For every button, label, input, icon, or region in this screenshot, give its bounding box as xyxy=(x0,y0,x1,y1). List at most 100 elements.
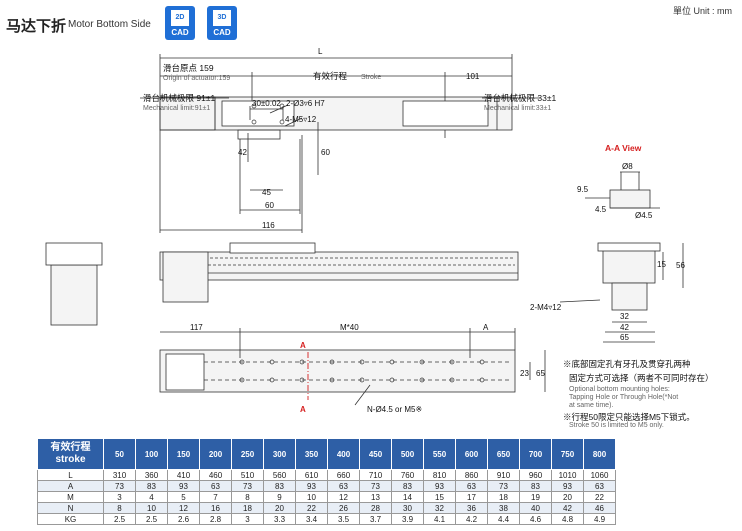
table-cell: 46 xyxy=(583,502,616,514)
m5-thread: 4-M5▿12 xyxy=(285,115,317,124)
dim-32: 32 xyxy=(620,312,629,321)
dim-m40: M*40 xyxy=(340,323,359,332)
note-2-en: Stroke 50 is limited to M5 only. xyxy=(569,422,664,429)
table-cell: 83 xyxy=(391,480,424,492)
cad-3d-document-icon: 3D xyxy=(213,10,231,26)
table-cell: 4.2 xyxy=(455,513,488,525)
stroke-cn: 有效行程 xyxy=(313,71,348,81)
spec-header-cn: 有效行程 xyxy=(50,442,91,453)
table-cell: 5 xyxy=(167,491,200,503)
table-cell: 73 xyxy=(103,480,136,492)
slider-end xyxy=(402,100,489,127)
table-cell: 4 xyxy=(135,491,168,503)
stroke-col: 500 xyxy=(391,438,424,470)
origin-cn: 滑台原点 159 xyxy=(163,63,214,73)
dim-65b: 65 xyxy=(620,333,629,342)
table-cell: 910 xyxy=(487,469,520,481)
section-a-bottom: A xyxy=(300,405,306,414)
table-cell: 28 xyxy=(359,502,392,514)
table-cell: 10 xyxy=(295,491,328,503)
dim-45: 45 xyxy=(262,188,271,197)
note-1-cn2: 固定方式可选择（两者不可同时存在） xyxy=(569,373,714,383)
table-cell: 760 xyxy=(391,469,424,481)
table-cell: 1060 xyxy=(583,469,616,481)
mech-right-en: Mechanical limit:33±1 xyxy=(484,105,551,112)
table-cell: 93 xyxy=(167,480,200,492)
spec-header-row: 有效行程 stroke 50 100 150 200 250 300 350 4… xyxy=(37,438,616,470)
table-cell: 4.9 xyxy=(583,513,616,525)
table-cell: 83 xyxy=(135,480,168,492)
stroke-col: 650 xyxy=(487,438,520,470)
table-cell: 3.4 xyxy=(295,513,328,525)
table-cell: 13 xyxy=(359,491,392,503)
table-cell: 10 xyxy=(135,502,168,514)
dim-60h: 60 xyxy=(265,201,274,210)
spec-table: 有效行程 stroke 50 100 150 200 250 300 350 4… xyxy=(37,438,616,525)
technical-drawing: L 滑台原点 159 Origin of actuator:159 有效行程 S… xyxy=(45,47,685,414)
stroke-col: 550 xyxy=(423,438,456,470)
cad-2d-document-icon: 2D xyxy=(171,10,189,26)
slider-carriage xyxy=(221,100,295,127)
table-cell: 36 xyxy=(455,502,488,514)
table-cell: 3 xyxy=(103,491,136,503)
cad-2d-button[interactable]: 2D CAD xyxy=(165,6,195,40)
page-subtitle: Motor Bottom Side xyxy=(68,19,151,30)
stroke-col: 750 xyxy=(551,438,584,470)
table-cell: 63 xyxy=(199,480,232,492)
table-cell: 93 xyxy=(295,480,328,492)
row-label: N xyxy=(37,502,104,514)
side-view-body xyxy=(159,251,519,281)
table-cell: 4.1 xyxy=(423,513,456,525)
table-cell: 560 xyxy=(263,469,296,481)
stroke-col: 400 xyxy=(327,438,360,470)
cad-3d-button[interactable]: 3D CAD xyxy=(207,6,237,40)
table-cell: 12 xyxy=(327,491,360,503)
cad-2d-label: CAD xyxy=(171,28,189,37)
table-cell: 4.4 xyxy=(487,513,520,525)
stroke-col: 350 xyxy=(295,438,328,470)
spec-header-label: 有效行程 stroke xyxy=(37,438,104,470)
table-cell: 30 xyxy=(391,502,424,514)
table-cell: 18 xyxy=(231,502,264,514)
table-cell: 410 xyxy=(167,469,200,481)
dim-9-5: 9.5 xyxy=(577,185,589,194)
aa-end-view xyxy=(602,246,656,284)
table-cell: 810 xyxy=(423,469,456,481)
table-cell: 9 xyxy=(263,491,296,503)
dim-30: 30±0.02 xyxy=(252,99,281,108)
table-cell: 660 xyxy=(327,469,360,481)
table-cell: 4.8 xyxy=(551,513,584,525)
table-cell: 710 xyxy=(359,469,392,481)
stroke-col: 300 xyxy=(263,438,296,470)
note-2-cn: ※行程50限定只能选择M5下锁式。 xyxy=(563,412,695,422)
table-cell: 18 xyxy=(487,491,520,503)
table-cell: 63 xyxy=(327,480,360,492)
spec-header-en: stroke xyxy=(55,454,86,465)
table-cell: 8 xyxy=(103,502,136,514)
dim-23: 23 xyxy=(520,369,529,378)
table-cell: 12 xyxy=(167,502,200,514)
nhole-label: N-Ø4.5 or M5※ xyxy=(367,405,422,414)
aa-section-detail xyxy=(609,189,651,209)
table-cell: 3.5 xyxy=(327,513,360,525)
table-cell: 2.8 xyxy=(199,513,232,525)
table-cell: 3.3 xyxy=(263,513,296,525)
dim-56: 56 xyxy=(676,261,685,270)
note-1-en3: at same time). xyxy=(569,402,614,409)
unit-label: 單位 Unit : mm xyxy=(672,6,732,16)
stroke-col: 50 xyxy=(103,438,136,470)
table-cell: 22 xyxy=(295,502,328,514)
mech-left-cn: 滑台机械极限 91±1 xyxy=(143,93,215,103)
origin-en: Origin of actuator:159 xyxy=(163,75,230,82)
table-cell: 15 xyxy=(423,491,456,503)
table-cell: 83 xyxy=(519,480,552,492)
note-1-en1: Optional bottom mounting holes: xyxy=(569,386,670,393)
dim-42b: 42 xyxy=(620,323,629,332)
table-cell: 14 xyxy=(391,491,424,503)
table-cell: 510 xyxy=(231,469,264,481)
stroke-col: 800 xyxy=(583,438,616,470)
section-a-top: A xyxy=(300,341,306,350)
dim-A: A xyxy=(483,323,489,332)
row-label: A xyxy=(37,480,104,492)
